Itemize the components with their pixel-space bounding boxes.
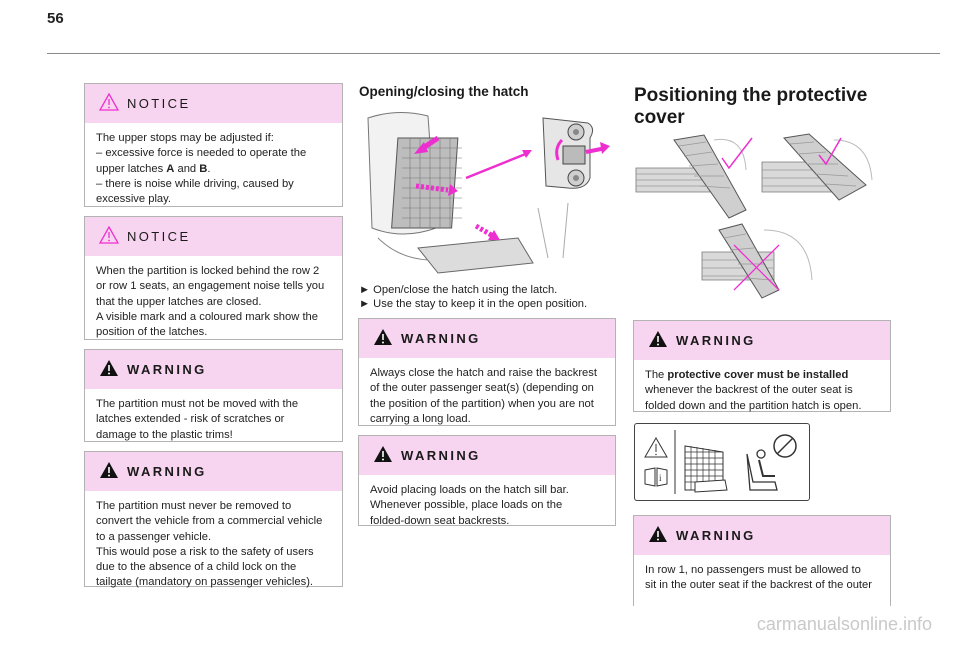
top-divider <box>47 53 940 54</box>
warning-body: The partition must never be removed to c… <box>96 500 323 589</box>
warning-triangle-icon <box>100 462 118 478</box>
cover-view-incorrect <box>701 223 813 299</box>
warning-title: WARNING <box>127 464 207 479</box>
cover-view-correct-1 <box>635 134 753 219</box>
hatch-mesh <box>391 137 462 229</box>
warning-label-pictogram: i <box>634 423 810 501</box>
warning-body: In row 1, no passengers must be allowed … <box>645 564 872 592</box>
warning-header: WARNING <box>634 321 890 360</box>
notice-title: NOTICE <box>127 96 191 111</box>
read-manual-icon: i <box>644 467 668 487</box>
warning-title: WARNING <box>127 362 207 377</box>
watermark: carmanualsonline.info <box>756 614 932 634</box>
cover-view-correct-2 <box>761 133 873 201</box>
warning-header: WARNING <box>634 516 890 555</box>
notice-body: When the partition is locked behind the … <box>96 265 325 339</box>
latch-detail <box>542 117 610 189</box>
warning-body: The partition must not be moved with the… <box>96 398 299 441</box>
warning-title: WARNING <box>676 333 756 348</box>
warning-triangle-icon <box>100 360 118 376</box>
svg-text:i: i <box>659 473 662 483</box>
warning-box-3: WARNING Always close the hatch and raise… <box>358 318 616 426</box>
warning-body: Always close the hatch and raise the bac… <box>370 367 597 425</box>
warning-triangle-icon <box>649 331 667 347</box>
warning-body: Avoid placing loads on the hatch sill ba… <box>370 484 569 527</box>
protective-cover-illustration <box>634 130 889 310</box>
page-number: 56 <box>47 10 64 27</box>
warning-header: WARNING <box>85 350 342 389</box>
warning-triangle-icon <box>99 93 119 111</box>
list-item: ► Use the stay to keep it in the open po… <box>359 298 588 310</box>
warning-header: WARNING <box>359 436 615 475</box>
hatch-illustration <box>358 108 614 278</box>
warning-triangle-icon <box>374 329 392 345</box>
notice-title: NOTICE <box>127 229 191 244</box>
warning-header: WARNING <box>359 319 615 358</box>
warning-box-1: WARNING The partition must not be moved … <box>84 349 343 442</box>
notice-box-1: NOTICE The upper stops may be adjusted i… <box>84 83 343 207</box>
warning-title: WARNING <box>401 331 481 346</box>
warning-triangle-icon <box>649 526 667 542</box>
notice-box-2: NOTICE When the partition is locked behi… <box>84 216 343 340</box>
warning-header: WARNING <box>85 452 342 491</box>
warning-title: WARNING <box>676 528 756 543</box>
hatch-bullet-list: ► Open/close the hatch using the latch. … <box>359 283 615 311</box>
warning-triangle-icon <box>374 446 392 462</box>
warning-box-4: WARNING Avoid placing loads on the hatch… <box>358 435 616 527</box>
notice-body: The upper stops may be adjusted if: – ex… <box>96 132 307 206</box>
list-item: ► Open/close the hatch using the latch. <box>359 284 558 296</box>
caution-triangle-icon <box>644 437 668 458</box>
warning-body: The protective cover must be installed w… <box>645 369 862 412</box>
warning-triangle-icon <box>99 226 119 244</box>
notice-header: NOTICE <box>85 217 342 256</box>
cover-grid-icon <box>684 445 728 493</box>
warning-box-5: WARNING The protective cover must be ins… <box>633 320 891 412</box>
warning-title: WARNING <box>401 448 481 463</box>
warning-box-2: WARNING The partition must never be remo… <box>84 451 343 588</box>
section-heading-cover: Positioning the protective cover <box>634 85 868 128</box>
notice-header: NOTICE <box>85 84 342 123</box>
no-passenger-icon <box>746 434 797 491</box>
section-heading-hatch: Opening/closing the hatch <box>359 84 529 99</box>
warning-box-6: WARNING In row 1, no passengers must be … <box>633 515 891 606</box>
